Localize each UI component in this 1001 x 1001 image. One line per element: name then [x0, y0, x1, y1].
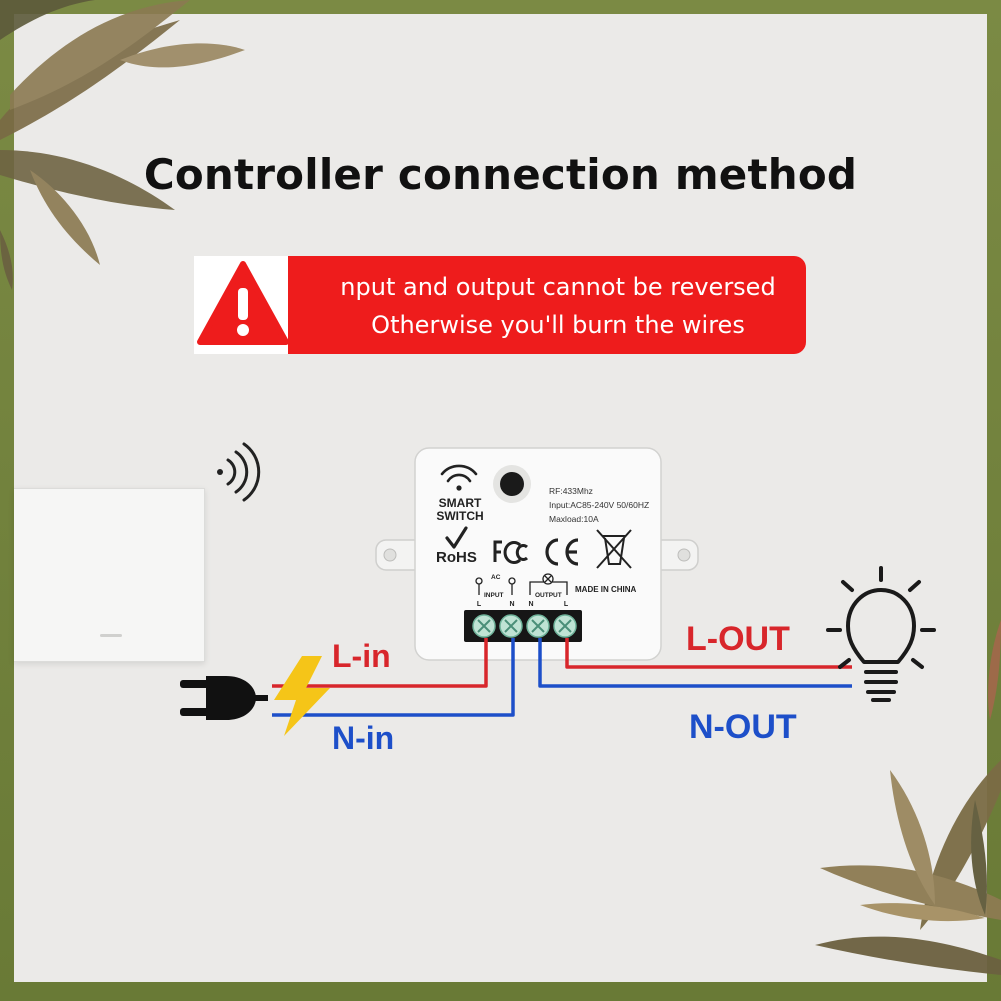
terminal-screws — [472, 614, 577, 638]
signal-waves-icon — [217, 442, 261, 502]
light-bulb-icon — [826, 566, 936, 702]
device-brand-line-1: SMART — [439, 496, 482, 510]
n-in-label: N-in — [332, 720, 395, 756]
page-title: Controller connection method — [143, 150, 858, 199]
made-in-label: MADE IN CHINA — [575, 585, 637, 594]
mounting-hole-right — [677, 548, 691, 562]
io-schematic — [475, 573, 568, 595]
terminal-block — [464, 610, 582, 642]
l-in-wire — [272, 638, 488, 688]
n-out-wire — [538, 638, 852, 688]
warning-banner — [288, 256, 806, 354]
power-plug-icon — [180, 676, 268, 720]
n-out-label: N-OUT — [689, 708, 797, 746]
lightning-bolt-icon — [274, 656, 330, 736]
warning-text-line-2: Otherwise you'll burn the wires — [371, 311, 745, 339]
warning-triangle-icon — [197, 261, 289, 345]
ce-mark-icon — [545, 538, 579, 566]
check-icon — [445, 526, 468, 549]
smart-switch-module — [414, 447, 662, 661]
wifi-icon — [440, 464, 478, 491]
weee-bin-icon — [596, 529, 632, 569]
mounting-hole-left — [383, 548, 397, 562]
pairing-button — [500, 472, 524, 496]
wireless-remote-switch — [14, 488, 205, 662]
terminal-label-1: L — [477, 601, 482, 608]
rohs-mark: RoHS — [436, 549, 477, 566]
l-out-wire — [565, 638, 852, 669]
spec-rf: RF:433Mhz — [549, 486, 593, 496]
output-label: OUTPUT — [535, 592, 562, 599]
spec-maxload: Maxload:10A — [549, 514, 599, 524]
remote-indicator — [100, 634, 122, 637]
terminal-label-4: L — [564, 601, 569, 608]
input-label: INPUT — [484, 592, 504, 599]
ac-label: AC — [491, 574, 501, 581]
n-in-wire — [272, 638, 515, 717]
terminal-label-3: N — [528, 601, 533, 608]
l-out-label: L-OUT — [686, 620, 790, 658]
fcc-mark-icon — [493, 540, 529, 564]
device-brand-line-2: SWITCH — [436, 509, 483, 523]
l-in-label: L-in — [332, 638, 391, 674]
spec-input: Input:AC85-240V 50/60HZ — [549, 500, 649, 510]
terminal-label-2: N — [509, 601, 514, 608]
warning-text-line-1: nput and output cannot be reversed — [340, 273, 776, 301]
